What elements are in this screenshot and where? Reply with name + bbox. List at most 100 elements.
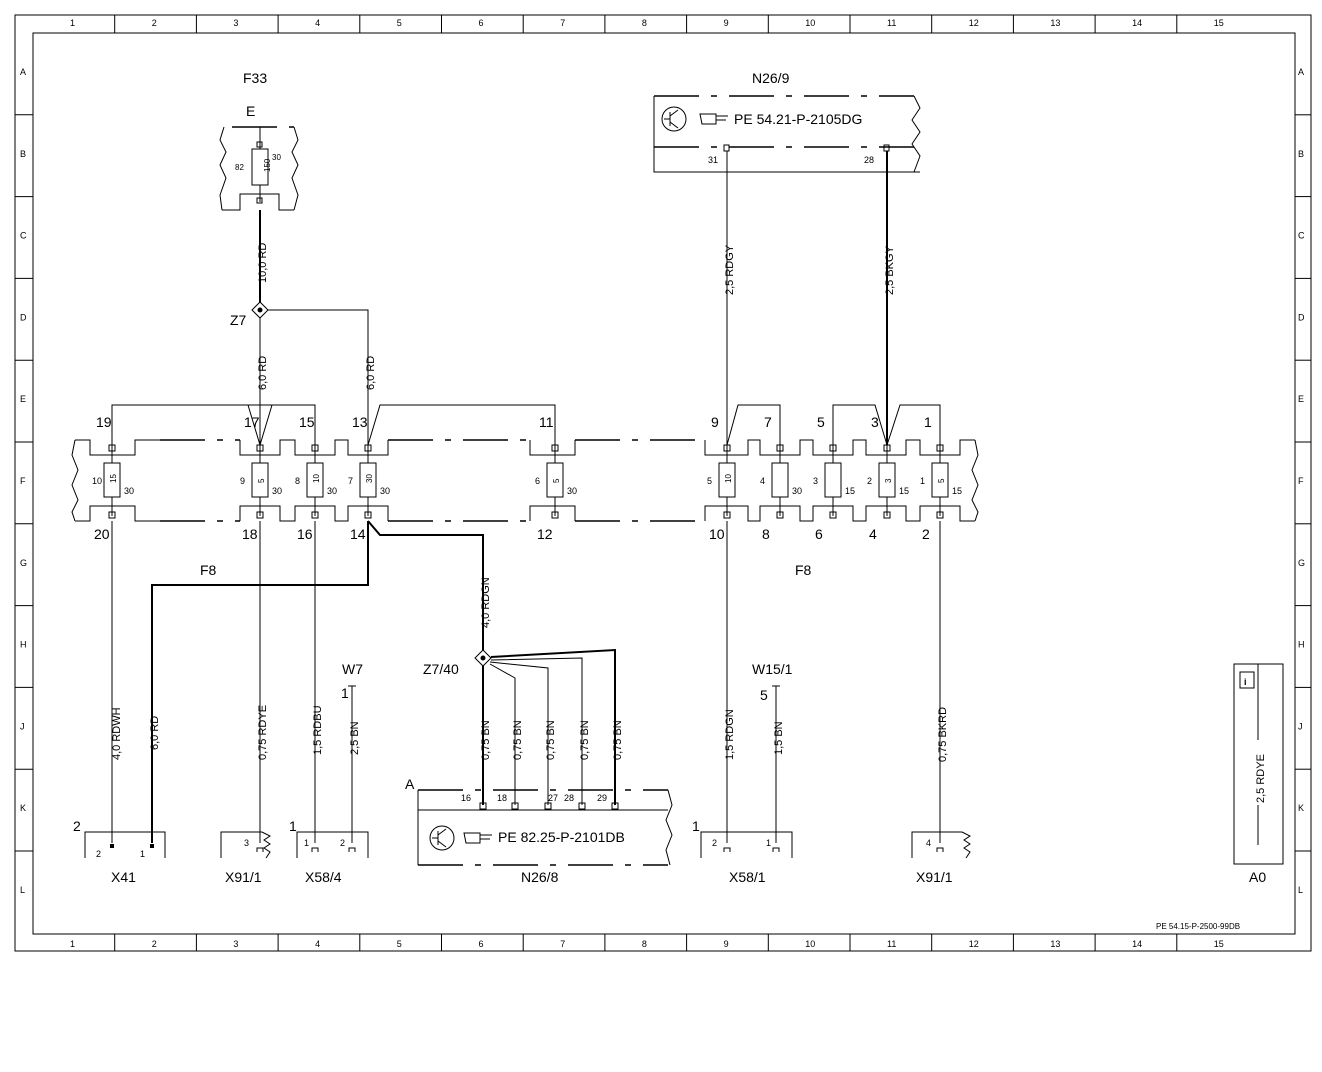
- wire-label-z7-17: 6,0 RD: [257, 356, 269, 390]
- grid-column-label: 6: [479, 939, 484, 949]
- f33-label: F33: [243, 70, 267, 86]
- grid-row-label: H: [1298, 640, 1305, 650]
- n26-8-label: N26/8: [521, 869, 559, 885]
- grid-column-label: 13: [1050, 18, 1060, 28]
- grid-row-label: C: [1298, 231, 1305, 241]
- grid-column-label: 15: [1214, 939, 1224, 949]
- fuse-block-bottom-terminal: 18: [242, 526, 258, 542]
- fuse-slot-number: 2: [867, 476, 872, 486]
- wire-label-n26-8: 0,75 BN: [512, 720, 524, 760]
- connector-x91-1-left: 3 X91/1: [220, 831, 271, 885]
- grid-column-label: 3: [233, 18, 238, 28]
- wire-label-x58-4-1: 1,5 RDBU: [312, 705, 324, 755]
- grid-row-label: E: [1298, 394, 1304, 404]
- fuse-f33: F33 E 82 150 30: [219, 70, 299, 211]
- connector-x91-1-right: 4 X91/1: [911, 831, 971, 885]
- fuse-rating: 5: [257, 478, 266, 483]
- fuse-rating: 5: [552, 478, 561, 483]
- x58-4-label: X58/4: [305, 869, 342, 885]
- fuse-block-bottom-terminal: 8: [762, 526, 770, 542]
- fuse-rating: 3: [884, 478, 893, 483]
- fuse-rating: 15: [109, 474, 118, 483]
- grid-row-label: L: [1298, 885, 1303, 895]
- n26-8-reference: PE 82.25-P-2101DB: [498, 829, 625, 845]
- grid-column-label: 2: [152, 939, 157, 949]
- fuse-block-top-terminal: 19: [96, 414, 112, 430]
- fuse-pin: 15: [899, 486, 909, 496]
- grid-column-label: 5: [397, 939, 402, 949]
- fuse-slot-number: 9: [240, 476, 245, 486]
- grid-row-label: J: [20, 721, 25, 731]
- fuse-slot-number: 8: [295, 476, 300, 486]
- wire-label-n26-9-28: 2,5 BKGY: [884, 245, 896, 295]
- grid-row-label: A: [1298, 67, 1304, 77]
- wire-label-n26-9-31: 2,5 RDGY: [724, 244, 736, 295]
- fuse-block-top-terminal: 15: [299, 414, 315, 430]
- grid-column-label: 11: [887, 939, 896, 949]
- n26-8-marker: A: [405, 776, 415, 792]
- fuse-pin: 15: [845, 486, 855, 496]
- grid-marks: 1122334455667788991010111112121313141415…: [15, 15, 1311, 951]
- grid-column-label: 7: [560, 18, 565, 28]
- fuse-pin: 30: [272, 486, 282, 496]
- wire-label-z7-40: 4,0 RDGN: [480, 577, 492, 628]
- pointing-hand-icon: [699, 113, 728, 125]
- x58-1-label: X58/1: [729, 869, 766, 885]
- grid-row-label: B: [20, 149, 26, 159]
- component-a0: i 2,5 RDYE A0: [1233, 663, 1284, 885]
- grid-row-label: B: [1298, 149, 1304, 159]
- fuse-block-bottom-terminal: 4: [869, 526, 877, 542]
- fuse-slot-number: 6: [535, 476, 540, 486]
- grid-row-label: G: [20, 558, 27, 568]
- x41-pin-1: 1: [140, 849, 145, 859]
- grid-column-label: 9: [724, 939, 729, 949]
- grid-row-label: D: [1298, 312, 1305, 322]
- grid-row-label: F: [20, 476, 26, 486]
- fuse-slot-number: 3: [813, 476, 818, 486]
- x91-right-label: X91/1: [916, 869, 953, 885]
- grid-row-label: G: [1298, 558, 1305, 568]
- n26-9-label: N26/9: [752, 70, 790, 86]
- grid-column-label: 8: [642, 939, 647, 949]
- grid-column-label: 14: [1132, 939, 1142, 949]
- grid-column-label: 2: [152, 18, 157, 28]
- fuse-pin: 30: [792, 486, 802, 496]
- x41-label: X41: [111, 869, 136, 885]
- f33-fuse-rating: 150: [263, 158, 272, 172]
- x58-4-pin-2: 2: [340, 838, 345, 848]
- info-icon-glyph: i: [1244, 677, 1247, 687]
- fuse-block-top-terminal: 7: [764, 414, 772, 430]
- fuse-block-bottom-terminal: 12: [537, 526, 553, 542]
- n26-9-pin28: 28: [864, 155, 874, 165]
- n26-9-reference: PE 54.21-P-2105DG: [734, 111, 862, 127]
- splice-z7: Z7 6,0 RD 6,0 RD: [230, 301, 377, 445]
- wire-label-x58-4-2: 2,5 BN: [349, 721, 361, 755]
- x58-1-pin-1: 1: [766, 838, 771, 848]
- fuse-block-bottom-terminal: 16: [297, 526, 313, 542]
- z7-40-label: Z7/40: [423, 661, 459, 677]
- wire-label-n26-8: 0,75 BN: [579, 720, 591, 760]
- grid-column-label: 1: [70, 18, 75, 28]
- connector-w15-1: W15/1 5: [752, 661, 793, 843]
- fuse-block-bottom-terminal: 20: [94, 526, 110, 542]
- frame-inner: [32, 32, 1296, 935]
- fuse-pin: 30: [380, 486, 390, 496]
- fuse-block-bottom-terminal: 6: [815, 526, 823, 542]
- fuse-slot-number: 7: [348, 476, 353, 486]
- grid-row-label: D: [20, 312, 27, 322]
- a0-wire-label: 2,5 RDYE: [1255, 754, 1267, 803]
- grid-row-label: F: [1298, 476, 1304, 486]
- grid-column-label: 3: [233, 939, 238, 949]
- grid-column-label: 1: [70, 939, 75, 949]
- wire-label-x58-1-2: 1,5 RDGN: [724, 709, 736, 760]
- grid-column-label: 12: [969, 18, 979, 28]
- wire-label-n26-8: 0,75 BN: [545, 720, 557, 760]
- fuse-rating: 30: [365, 474, 374, 483]
- fuse-block-bottom-terminal: 10: [709, 526, 725, 542]
- wire-label-n26-8: 0,75 BN: [480, 720, 492, 760]
- n26-8-pin: 16: [461, 793, 471, 803]
